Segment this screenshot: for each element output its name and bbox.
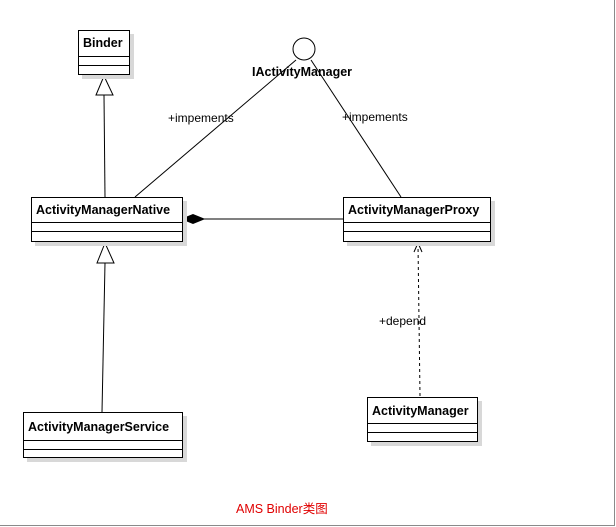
dependency-arrowhead-icon (413, 241, 423, 253)
dependency-line (417, 243, 421, 397)
relation-label-proxy-implements: +impements (342, 110, 408, 124)
relation-label-depend: +depend (379, 314, 427, 328)
relation-label-native-implements: +impements (168, 111, 234, 125)
class-binder-divider-1 (79, 56, 129, 57)
class-binder[interactable]: Binder (78, 30, 130, 75)
generalization-line-service-native (101, 262, 106, 413)
class-activity-manager-divider-2 (368, 432, 477, 433)
generalization-arrowhead-native (96, 241, 115, 264)
generalization-arrowhead-binder (95, 74, 114, 96)
generalization-line-native-binder (103, 94, 106, 198)
class-activity-manager-native-divider-1 (32, 222, 182, 223)
class-activity-manager-proxy-divider-1 (344, 222, 490, 223)
class-activity-manager-service-name: ActivityManagerService (28, 420, 170, 434)
realization-line-proxy (310, 59, 402, 198)
class-activity-manager-proxy-name: ActivityManagerProxy (348, 203, 480, 217)
class-activity-manager-native[interactable]: ActivityManagerNative (31, 197, 183, 242)
composition-diamond-icon (180, 213, 206, 225)
interface-name: IActivityManager (252, 65, 353, 79)
class-binder-name: Binder (83, 36, 123, 50)
class-activity-manager-proxy-divider-2 (344, 231, 490, 232)
class-activity-manager-native-name: ActivityManagerNative (36, 203, 171, 217)
class-binder-divider-2 (79, 65, 129, 66)
class-activity-manager[interactable]: ActivityManager (367, 397, 478, 442)
interface-lollipop-icon (292, 37, 316, 61)
class-activity-manager-service[interactable]: ActivityManagerService (23, 412, 183, 458)
class-activity-manager-service-divider-1 (24, 440, 182, 441)
class-activity-manager-name: ActivityManager (372, 404, 469, 418)
class-activity-manager-proxy[interactable]: ActivityManagerProxy (343, 197, 491, 242)
realization-line-native (134, 59, 297, 198)
class-activity-manager-service-divider-2 (24, 449, 182, 450)
class-activity-manager-native-divider-2 (32, 231, 182, 232)
class-activity-manager-divider-1 (368, 423, 477, 424)
diagram-caption: AMS Binder类图 (236, 502, 328, 516)
